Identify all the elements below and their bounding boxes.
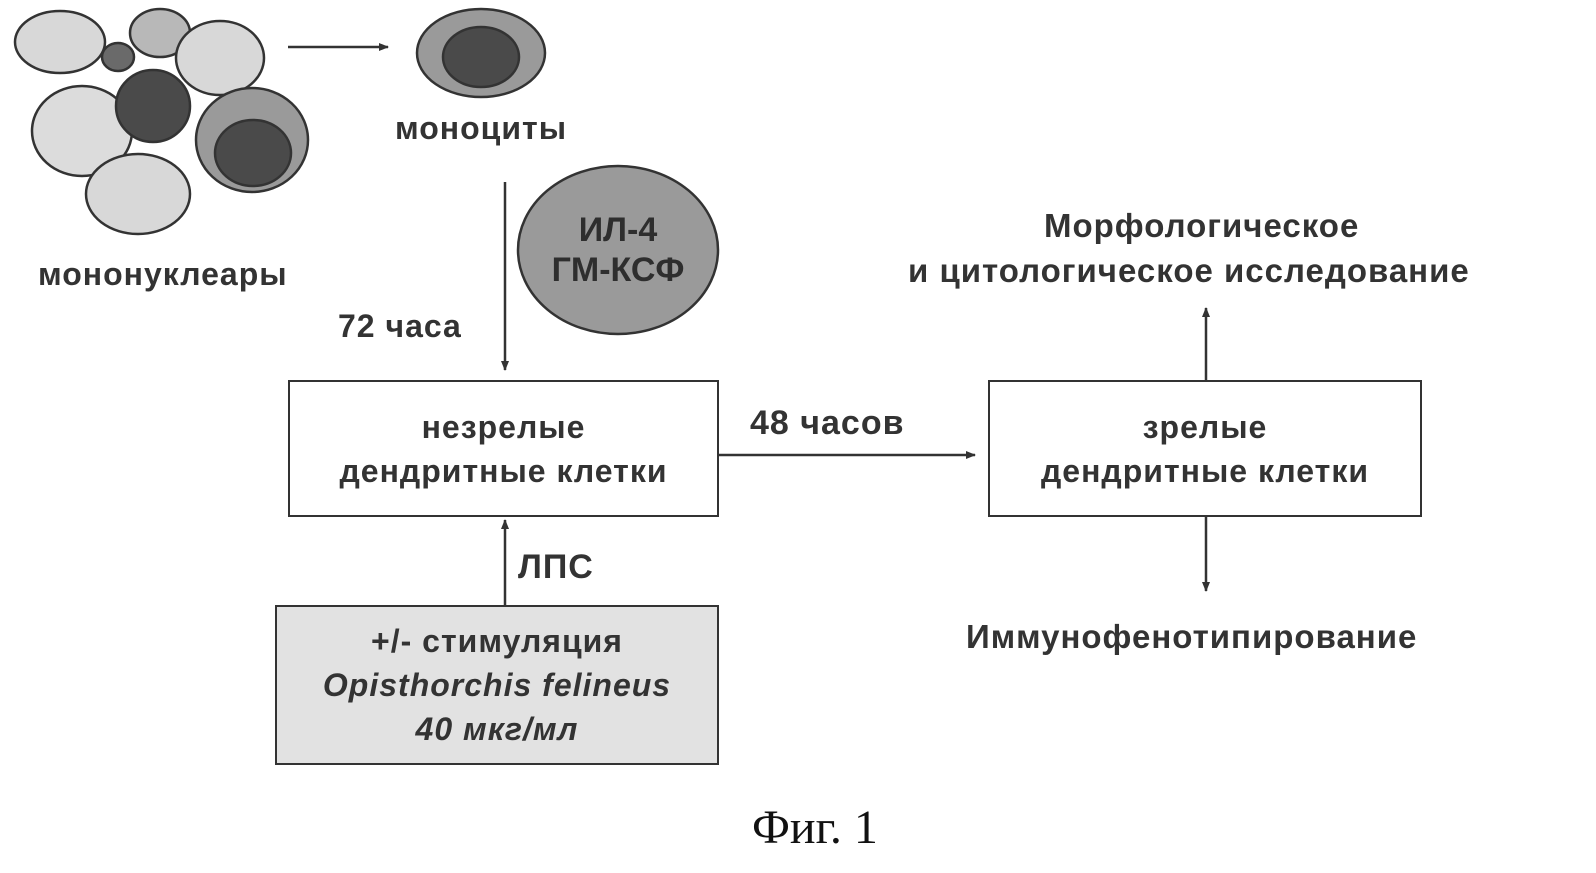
- time-48-label: 48 часов: [750, 404, 905, 442]
- monocyte-nucleus: [213, 118, 293, 188]
- cell-light: [174, 19, 266, 97]
- cytokine-il4: ИЛ-4: [578, 211, 658, 249]
- morphology-label-line2: и цитологическое исследование: [908, 252, 1470, 289]
- cytokine-gmcsf: ГМ-КСФ: [551, 251, 685, 289]
- stimulation-organism: Opisthorchis felineus: [322, 667, 672, 703]
- monocytes-label: моноциты: [395, 110, 568, 146]
- cytokine-text: ИЛ-4 ГМ-КСФ: [518, 166, 718, 334]
- immature-dc-box: незрелые дендритные клетки: [288, 380, 719, 517]
- immunophenotyping-label: Иммунофенотипирование: [966, 618, 1418, 655]
- mononuclear-label: мононуклеары: [38, 256, 288, 292]
- mononuclear-cells-illustration: [13, 7, 310, 236]
- morphology-label-line1: Морфологическое: [1044, 207, 1360, 244]
- cytokine-circle: [516, 164, 720, 336]
- time-72-label: 72 часа: [338, 308, 462, 344]
- figure-caption: Фиг. 1: [752, 801, 878, 854]
- immature-line1: незрелые: [421, 408, 586, 445]
- cell-dark-nucleus: [114, 68, 192, 144]
- cell-small-dark: [100, 41, 136, 73]
- stimulation-box: +/- стимуляция Opisthorchis felineus 40 …: [275, 605, 719, 765]
- cell-light: [84, 152, 192, 236]
- monocyte-illustration: [415, 7, 547, 99]
- mature-dc-box: зрелые дендритные клетки: [988, 380, 1422, 517]
- immature-line2: дендритные клетки: [339, 452, 668, 489]
- stimulation-line1: +/- стимуляция: [371, 623, 623, 659]
- cell-light: [13, 9, 107, 75]
- lps-label: ЛПС: [518, 548, 594, 586]
- stimulation-dose: 40 мкг/мл: [415, 711, 579, 747]
- mature-line1: зрелые: [1142, 408, 1268, 445]
- mature-line2: дендритные клетки: [1040, 452, 1370, 489]
